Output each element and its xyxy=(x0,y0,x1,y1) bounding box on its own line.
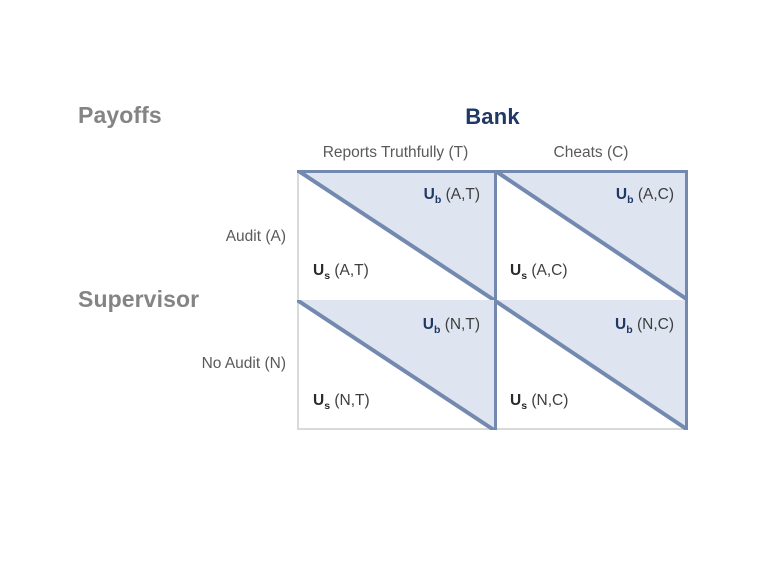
bank-utility-symbol: Ub xyxy=(422,316,441,337)
matrix-cell-noaudit-truthful[interactable]: Ub (N,T) Us (N,T) xyxy=(297,300,494,430)
supervisor-utility-subscript: s xyxy=(521,270,528,282)
bank-payoff-label: Ub (A,C) xyxy=(616,186,674,206)
cell-triangle-graphic xyxy=(494,170,688,300)
supervisor-utility-subscript: s xyxy=(324,270,331,282)
bank-payoff-label: Ub (N,T) xyxy=(423,316,480,336)
bank-utility-subscript: b xyxy=(626,324,633,337)
bank-utility-symbol: Ub xyxy=(615,186,634,207)
supervisor-utility-args: (A,T) xyxy=(334,261,369,279)
supervisor-payoff-label: Us (N,T) xyxy=(313,392,370,412)
column-player-title: Bank xyxy=(465,104,520,129)
supervisor-utility-symbol: Us xyxy=(510,391,528,412)
cell-triangle-graphic xyxy=(297,300,494,430)
cell-triangle-graphic xyxy=(297,170,494,300)
matrix-cell-audit-cheats[interactable]: Ub (A,C) Us (A,C) xyxy=(494,170,688,300)
supervisor-utility-args: (A,C) xyxy=(531,261,568,279)
bank-utility-subscript: b xyxy=(627,194,634,207)
supervisor-payoff-label: Us (N,C) xyxy=(510,392,568,412)
matrix-cell-audit-truthful[interactable]: Ub (A,T) Us (A,T) xyxy=(297,170,494,300)
supervisor-utility-args: (N,T) xyxy=(334,391,370,409)
supervisor-payoff-label: Us (A,C) xyxy=(510,262,568,282)
payoffs-title: Payoffs xyxy=(78,102,162,128)
supervisor-utility-subscript: s xyxy=(521,400,528,412)
row-header-audit: Audit (A) xyxy=(225,228,286,245)
bank-utility-symbol: Ub xyxy=(423,186,442,207)
bank-utility-args: (N,T) xyxy=(444,316,480,333)
supervisor-utility-subscript: s xyxy=(324,400,331,412)
bank-utility-subscript: b xyxy=(434,194,442,207)
supervisor-utility-args: (N,C) xyxy=(531,391,569,409)
bank-utility-args: (A,C) xyxy=(637,186,674,203)
matrix-cell-noaudit-cheats[interactable]: Ub (N,C) Us (N,C) xyxy=(494,300,688,430)
payoff-matrix: Ub (A,T) Us (A,T) Ub (A,C) Us xyxy=(297,170,688,430)
cell-triangle-graphic xyxy=(494,300,688,430)
bank-utility-symbol: Ub xyxy=(615,316,633,337)
bank-utility-args: (A,T) xyxy=(445,186,480,203)
supervisor-utility-symbol: Us xyxy=(313,391,331,412)
bank-utility-subscript: b xyxy=(433,324,441,337)
bank-payoff-label: Ub (N,C) xyxy=(615,316,674,336)
row-header-no-audit: No Audit (N) xyxy=(201,355,286,372)
supervisor-payoff-label: Us (A,T) xyxy=(313,262,369,282)
column-header-reports-truthfully: Reports Truthfully (T) xyxy=(322,144,469,161)
supervisor-utility-symbol: Us xyxy=(313,261,331,282)
column-header-cheats: Cheats (C) xyxy=(553,144,629,161)
supervisor-utility-symbol: Us xyxy=(510,261,528,282)
bank-payoff-label: Ub (A,T) xyxy=(424,186,480,206)
bank-utility-args: (N,C) xyxy=(636,316,674,333)
row-player-title: Supervisor xyxy=(78,286,200,312)
